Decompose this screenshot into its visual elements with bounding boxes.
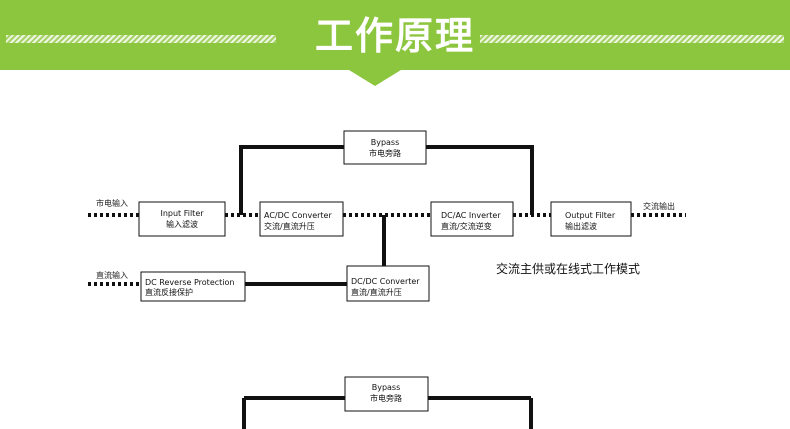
header-banner: 工作原理: [0, 0, 790, 70]
svg-text:DC/DC Converter: DC/DC Converter: [351, 277, 420, 286]
banner-stripe-left: [6, 35, 276, 43]
dc-dc-converter-box: DC/DC Converter 直流/直流升压: [346, 265, 430, 302]
svg-text:Input Filter: Input Filter: [160, 209, 204, 218]
svg-text:DC/AC Inverter: DC/AC Inverter: [441, 211, 501, 220]
svg-text:市电旁路: 市电旁路: [370, 393, 402, 403]
page-title: 工作原理: [314, 14, 475, 58]
svg-text:输出滤波: 输出滤波: [565, 221, 597, 231]
input-filter-box: Input Filter 输入滤波: [138, 201, 226, 237]
svg-text:直流/交流逆变: 直流/交流逆变: [441, 221, 492, 231]
bypass-wire-left: [239, 145, 344, 215]
svg-text:Bypass: Bypass: [372, 383, 401, 392]
svg-text:输入滤波: 输入滤波: [166, 219, 198, 229]
dc-input-label: 直流输入: [96, 270, 128, 280]
output-filter-box: Output Filter 输出滤波: [550, 201, 632, 237]
svg-text:Output Filter: Output Filter: [565, 211, 616, 220]
dc-reverse-protection-box: DC Reverse Protection 直流反接保护: [140, 271, 246, 302]
ac-output-label: 交流输出: [643, 201, 675, 211]
svg-text:直流反接保护: 直流反接保护: [145, 287, 193, 297]
dc-ac-inverter-box: DC/AC Inverter 直流/交流逆变: [430, 201, 514, 237]
svg-text:市电旁路: 市电旁路: [369, 148, 401, 158]
bypass-box: Bypass 市电旁路: [343, 130, 427, 165]
svg-text:AC/DC Converter: AC/DC Converter: [264, 211, 332, 220]
banner-stripe-right: [480, 35, 784, 43]
bypass-wire-right: [426, 145, 534, 215]
svg-text:DC Reverse Protection: DC Reverse Protection: [145, 278, 234, 287]
mains-input-label: 市电输入: [96, 198, 128, 208]
svg-text:Bypass: Bypass: [371, 138, 400, 147]
mode-caption: 交流主供或在线式工作模式: [496, 262, 641, 276]
banner-notch: [349, 70, 401, 86]
svg-text:交流/直流升压: 交流/直流升压: [264, 221, 315, 231]
svg-text:直流/直流升压: 直流/直流升压: [351, 287, 402, 297]
ac-dc-converter-box: AC/DC Converter 交流/直流升压: [259, 201, 344, 237]
diagram2-bypass-box: Bypass 市电旁路: [344, 376, 429, 412]
